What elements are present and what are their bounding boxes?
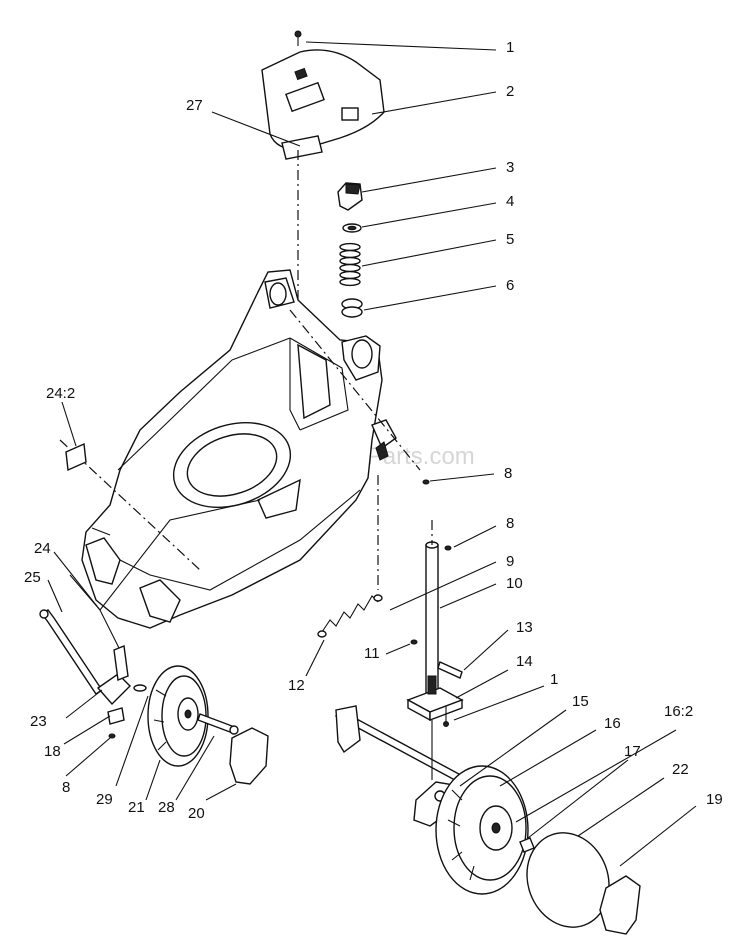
part-1-screw-top — [294, 30, 302, 46]
part-27-plate — [281, 135, 323, 160]
callout-17: 17 — [624, 743, 641, 760]
part-6-collar — [341, 298, 363, 318]
callout-27: 27 — [186, 97, 203, 114]
callout-1b: 1 — [550, 671, 558, 688]
callout-24: 24 — [34, 540, 51, 557]
callout-20: 20 — [188, 805, 205, 822]
rear-axle-rod — [334, 705, 472, 787]
callout-9: 9 — [506, 553, 514, 570]
part-16-rear-wheel — [435, 765, 529, 895]
callout-15: 15 — [572, 693, 589, 710]
callout-8c: 8 — [62, 779, 70, 796]
part-10-shaft — [425, 520, 439, 696]
callout-5: 5 — [506, 231, 514, 248]
callout-29: 29 — [96, 791, 113, 808]
part-4-washer — [342, 223, 362, 233]
part-11-screw — [410, 639, 418, 645]
callout-1a: 1 — [506, 39, 514, 56]
callout-24-2: 24:2 — [46, 385, 75, 402]
part-24-2-label — [65, 442, 87, 472]
part-22-bolt — [107, 707, 125, 725]
part-8-screw-c — [108, 733, 116, 739]
part-3-knob — [337, 182, 363, 211]
part-8-screw-a — [422, 479, 430, 485]
part-8-screw-b — [444, 545, 452, 551]
callout-8b: 8 — [506, 515, 514, 532]
callout-16-2: 16:2 — [664, 703, 693, 720]
callout-11: 11 — [364, 645, 380, 662]
callout-22: 18 — [44, 743, 61, 760]
axis-deck-right — [289, 309, 421, 471]
callout-16: 16 — [604, 715, 621, 732]
part-14-bracket — [406, 675, 464, 722]
part-13-bolt — [437, 661, 463, 679]
part-12-spring — [317, 594, 383, 638]
axis-deck-left — [59, 439, 201, 571]
callout-21: 21 — [128, 799, 145, 816]
part-5-spring — [339, 242, 361, 287]
callout-10: 10 — [506, 575, 523, 592]
callout-23: 23 — [30, 713, 47, 730]
mower-deck — [81, 269, 397, 629]
part-25-front-axle — [39, 609, 103, 695]
part-19-cap — [599, 875, 641, 935]
callout-18: 22 — [672, 761, 689, 778]
part-18-hubcap — [526, 832, 610, 928]
callout-28: 28 — [158, 799, 175, 816]
part-23-bracket — [96, 645, 131, 706]
callout-2: 2 — [506, 83, 514, 100]
callout-6: 6 — [506, 277, 514, 294]
callout-19: 19 — [706, 791, 723, 808]
callout-12: 12 — [288, 677, 305, 694]
part-20-hubcap — [229, 727, 269, 785]
part-2-handle-cover — [261, 49, 385, 151]
part-28-bolt — [197, 713, 239, 735]
part-29-spacer — [133, 684, 147, 692]
leader-lines — [47, 41, 697, 867]
callout-3: 3 — [506, 159, 514, 176]
callout-14: 14 — [516, 653, 533, 670]
callout-labels: 1 2 27 3 4 5 6 24:2 8 8 9 10 24 25 13 11… — [24, 39, 723, 822]
callout-25: 25 — [24, 569, 41, 586]
part-1-screw-lower — [443, 706, 449, 727]
callout-8a: 8 — [504, 465, 512, 482]
part-21-front-wheel — [147, 665, 209, 767]
callout-13: 13 — [516, 619, 533, 636]
callout-4: 4 — [506, 193, 514, 210]
